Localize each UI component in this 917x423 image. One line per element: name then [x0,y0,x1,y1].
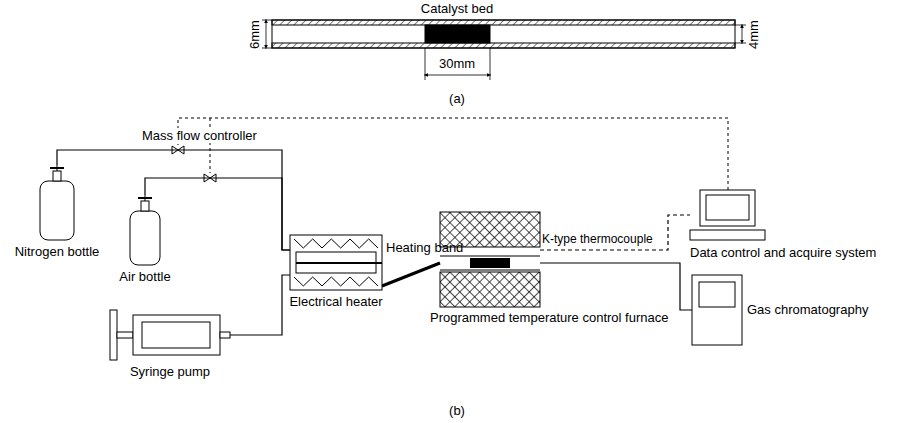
computer: Data control and acquire system [690,190,765,240]
syringe-pump-drawing [110,310,230,360]
syringe-pump: Syringe pump [110,310,230,360]
gas-chromatograph: Gas chromatography [692,275,742,345]
computer-drawing [690,190,765,240]
signal-line [178,118,728,190]
equipment-label: Programmed temperature control furnace [430,310,668,325]
reactor-tube [272,20,735,48]
pipe-connector [57,150,290,250]
part-label: Mass flow controller [140,128,259,143]
furnace-drawing [440,212,540,307]
part-label: K-type thermocouple [542,232,653,247]
pipe-connector [382,263,440,286]
panel-label: (b) [449,403,465,418]
electrical-heater-drawing [290,235,382,290]
equipment-label: Gas chromatography [747,302,868,317]
pipe-connector [540,263,692,310]
panel-label: (a) [449,91,465,106]
pipe-connector [145,178,290,250]
dimension-label: 4mm [746,20,761,49]
catalyst-bed [425,25,490,43]
equipment-label: Syringe pump [130,364,210,379]
gas-chromatograph-drawing [692,275,742,345]
part-label: Catalyst bed [421,1,493,16]
gas-bottle-drawing [40,165,74,240]
dimension-label: 30mm [439,56,475,71]
part-label: Heating band [386,240,463,255]
gas-bottle: Nitrogen bottle [40,165,74,240]
gas-bottle: Air bottle [130,195,160,265]
pipe-connector [540,215,690,250]
equipment-label: Nitrogen bottle [15,244,100,259]
equipment-label: Data control and acquire system [690,245,876,260]
equipment-label: Electrical heater [289,294,382,309]
dimension-lines [262,20,746,80]
equipment-label: Air bottle [119,269,170,284]
furnace: Programmed temperature control furnace [440,212,540,307]
electrical-heater: Electrical heater [290,235,382,290]
pipe-connector [230,275,290,335]
mass-flow-valve [172,146,216,182]
dimension-label: 6mm [247,20,262,49]
gas-bottle-drawing [130,195,160,265]
